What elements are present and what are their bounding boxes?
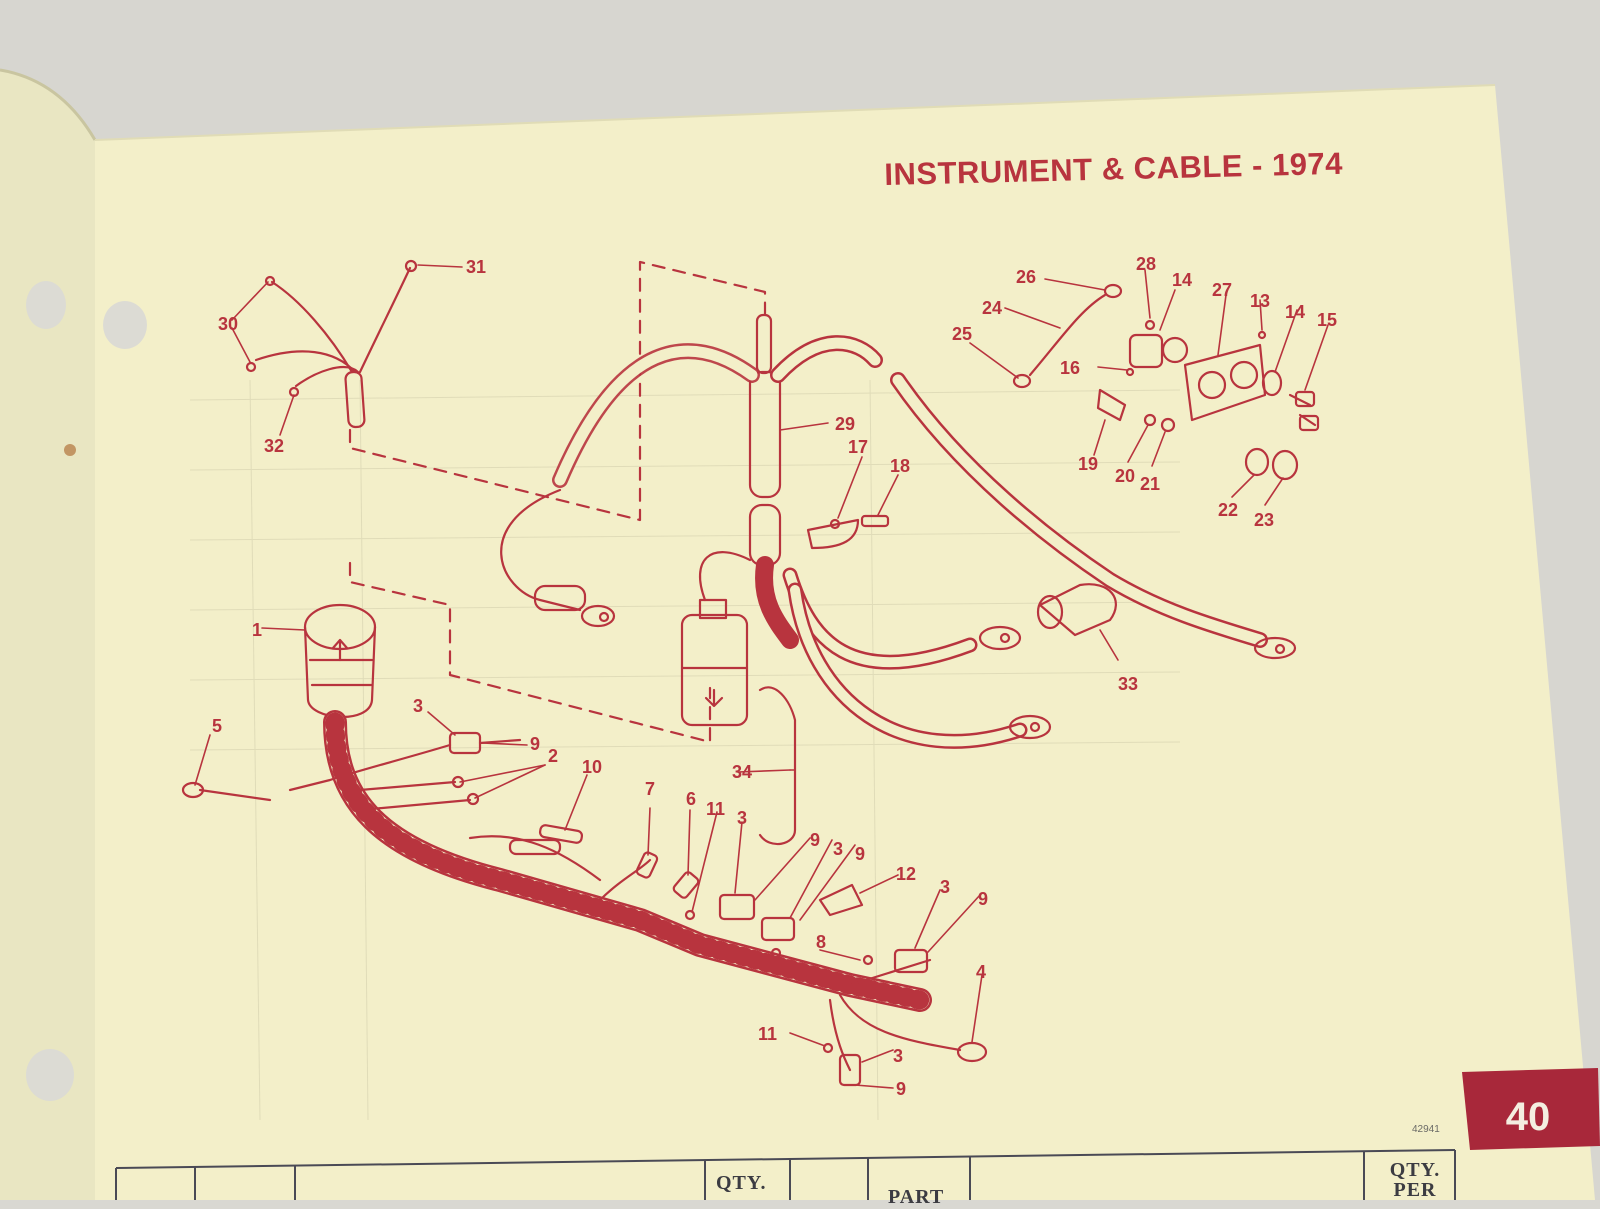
callout: 25 — [952, 324, 972, 344]
table-header-frame — [115, 1149, 1456, 1200]
callout-labels: 1 2 3 3 3 3 3 4 5 6 7 8 9 9 9 9 9 10 11 … — [212, 254, 1337, 1099]
screw-18 — [860, 514, 890, 528]
callout: 13 — [1250, 291, 1270, 311]
callout: 3 — [413, 696, 423, 716]
terminal-boot-33 — [1036, 583, 1117, 637]
callout: 18 — [890, 456, 910, 476]
callout: 5 — [212, 716, 222, 736]
callout: 11 — [758, 1024, 777, 1044]
leader-lines — [194, 264, 1329, 1089]
callout: 9 — [978, 889, 988, 909]
callout: 22 — [1218, 500, 1238, 520]
table-column-header: QTY. — [716, 1172, 767, 1194]
callout: 9 — [530, 734, 540, 754]
callout: 9 — [855, 844, 865, 864]
page-number: 40 — [1505, 1095, 1551, 1139]
callout: 30 — [218, 314, 238, 334]
catalog-code: 42941 — [1412, 1124, 1440, 1135]
callout: 33 — [1118, 674, 1138, 694]
callout: 31 — [466, 257, 486, 277]
callout: 15 — [1317, 310, 1337, 330]
clamp-17 — [806, 518, 860, 550]
callout: 26 — [1016, 267, 1036, 287]
callout: 6 — [686, 789, 696, 809]
callout: 8 — [816, 932, 826, 952]
callout: 2 — [548, 746, 558, 766]
callout: 34 — [732, 762, 752, 782]
callout: 4 — [976, 962, 986, 982]
battery-cable — [890, 372, 1297, 660]
wire-34 — [758, 686, 797, 846]
binder-hole — [103, 301, 147, 349]
left-page-edge — [0, 70, 95, 1200]
callout: 3 — [833, 839, 843, 859]
callout: 11 — [706, 799, 725, 819]
callout: 19 — [1078, 454, 1098, 474]
callout: 23 — [1254, 510, 1274, 530]
callout: 3 — [940, 877, 950, 897]
callout: 9 — [896, 1079, 906, 1099]
callout: 9 — [810, 830, 820, 850]
harness-branch — [245, 259, 418, 429]
main-page — [95, 85, 1595, 1200]
callout: 32 — [264, 436, 284, 456]
table-column-header: QTY. PER — [1389, 1159, 1441, 1201]
guide-line — [348, 260, 767, 522]
callout: 21 — [1140, 474, 1160, 494]
callout: 12 — [896, 864, 916, 884]
page-tab — [1462, 1068, 1600, 1150]
plug-connector-1 — [303, 603, 377, 719]
cable-29 — [500, 313, 883, 628]
callout: 1 — [252, 620, 262, 640]
callout: 14 — [1285, 302, 1305, 322]
guide-line — [348, 561, 712, 744]
connector-body — [680, 598, 749, 727]
callout: 27 — [1212, 280, 1232, 300]
callout: 17 — [848, 437, 868, 457]
table-column-header: PART — [888, 1186, 945, 1208]
callout: 10 — [582, 757, 602, 777]
callout: 7 — [645, 779, 655, 799]
callout: 28 — [1136, 254, 1156, 274]
callout: 3 — [893, 1046, 903, 1066]
binder-hole — [26, 281, 66, 329]
ignition-switch — [1012, 283, 1320, 481]
callout: 16 — [1060, 358, 1080, 378]
callout: 3 — [737, 808, 747, 828]
callout: 24 — [982, 298, 1002, 318]
callout: 29 — [835, 414, 855, 434]
callout: 20 — [1115, 466, 1135, 486]
callout: 14 — [1172, 270, 1192, 290]
binder-hole — [26, 1049, 74, 1101]
